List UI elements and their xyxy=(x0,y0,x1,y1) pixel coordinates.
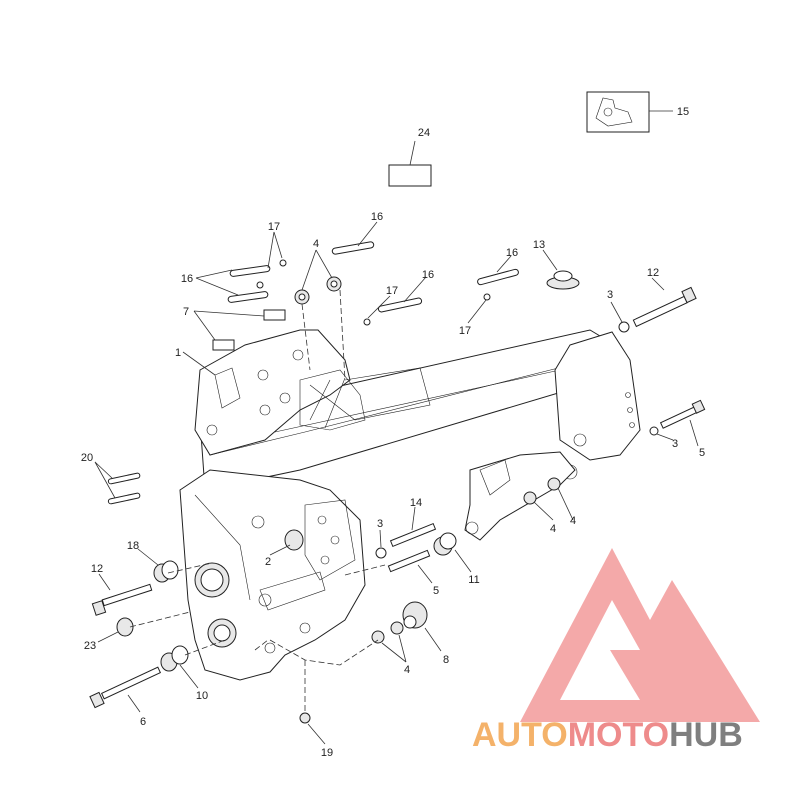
callout-6: 6 xyxy=(140,716,146,728)
nut-4-d xyxy=(547,477,561,491)
callout-3: 3 xyxy=(607,289,613,301)
bearing-13 xyxy=(546,270,580,290)
nut-4-e xyxy=(371,630,385,644)
callout-10: 10 xyxy=(196,690,208,702)
callout-24: 24 xyxy=(418,127,430,139)
bolt-5-mid xyxy=(387,549,431,573)
callout-labels: 24 15 17 16 4 16 16 16 13 12 17 3 7 17 1… xyxy=(81,106,705,759)
callout-19: 19 xyxy=(321,747,333,759)
callout-7: 7 xyxy=(183,306,189,318)
callout-17: 17 xyxy=(386,285,398,297)
watermark-auto: AUTO xyxy=(472,716,568,754)
bushing-11 xyxy=(433,532,457,556)
screw-17-b xyxy=(256,281,264,289)
frame xyxy=(179,329,641,681)
callout-17: 17 xyxy=(268,221,280,233)
callout-16: 16 xyxy=(181,273,193,285)
callout-13: 13 xyxy=(533,239,545,251)
leader-lines xyxy=(94,110,699,745)
callout-1: 1 xyxy=(175,347,181,359)
screw-17-d xyxy=(483,293,491,301)
bolt-6 xyxy=(89,666,162,709)
callout-2: 2 xyxy=(265,556,271,568)
part-24-box xyxy=(388,164,432,187)
washer-3-a xyxy=(618,321,630,333)
callout-12: 12 xyxy=(647,267,659,279)
callout-8: 8 xyxy=(443,654,449,666)
spacer-18 xyxy=(153,560,179,583)
callout-11: 11 xyxy=(468,574,479,586)
callout-3: 3 xyxy=(377,518,383,530)
callout-16: 16 xyxy=(371,211,383,223)
callout-5: 5 xyxy=(699,447,705,459)
callout-16: 16 xyxy=(422,269,434,281)
assembly-lines xyxy=(129,289,386,712)
bolt-14 xyxy=(389,522,437,548)
callout-4: 4 xyxy=(404,664,410,676)
callout-17: 17 xyxy=(459,325,471,337)
callout-3: 3 xyxy=(672,438,678,450)
part-15-inset xyxy=(586,91,650,133)
screw-17-a xyxy=(279,259,287,267)
callout-4: 4 xyxy=(550,523,556,535)
bolt-5-right xyxy=(659,399,706,429)
bushing-2 xyxy=(284,529,304,551)
callout-4: 4 xyxy=(313,238,319,250)
mount-8 xyxy=(402,601,428,629)
callout-12: 12 xyxy=(91,563,103,575)
part-7-box-a xyxy=(263,309,286,321)
nut-19 xyxy=(299,712,311,724)
callout-16: 16 xyxy=(506,247,518,259)
nut-4-f xyxy=(390,621,404,635)
bolt-12-left xyxy=(91,583,153,616)
watermark-text: AUTOMOTOHUB xyxy=(472,718,743,752)
callout-5: 5 xyxy=(433,585,439,597)
callout-18: 18 xyxy=(127,540,139,552)
screw-17-c xyxy=(363,318,371,326)
pins xyxy=(107,241,519,505)
callout-14: 14 xyxy=(410,497,422,509)
nut-4-c xyxy=(523,491,537,505)
part-7-box-b xyxy=(212,339,235,351)
bolt-12-top xyxy=(632,286,697,328)
washer-3-c xyxy=(375,547,387,559)
spacer-10 xyxy=(160,645,189,672)
watermark-moto: MOTO xyxy=(567,716,670,754)
callout-4: 4 xyxy=(570,515,576,527)
watermark-logo xyxy=(520,548,760,722)
callout-15: 15 xyxy=(677,106,689,118)
watermark-hub: HUB xyxy=(669,716,743,754)
washer-3-b xyxy=(649,426,659,436)
cap-23 xyxy=(116,617,134,637)
callout-23: 23 xyxy=(84,640,96,652)
callout-20: 20 xyxy=(81,452,93,464)
